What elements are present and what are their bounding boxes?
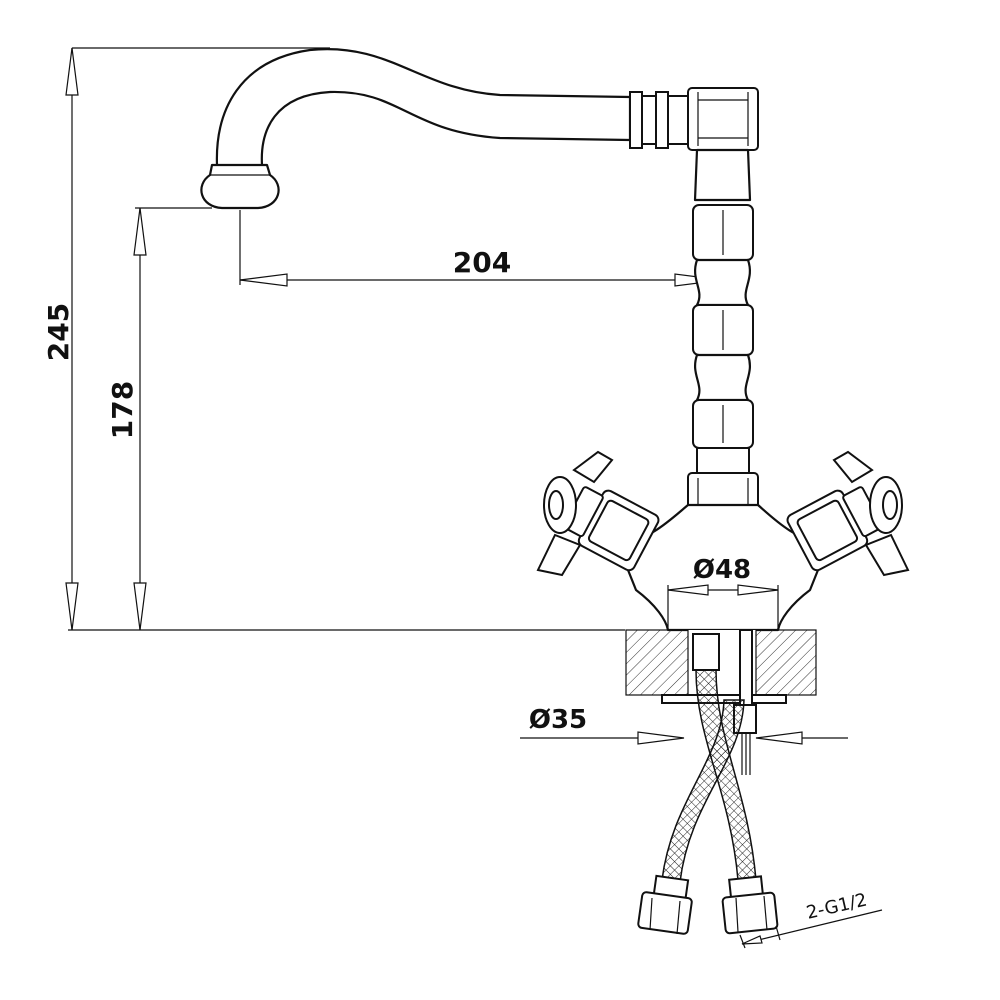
spout-height-label: 178 <box>106 381 139 439</box>
dimension-spout-height: 178 <box>106 207 212 631</box>
hose-thread-label: 2-G1/2 <box>804 889 869 923</box>
dimension-spout-reach: 204 <box>239 246 723 287</box>
countertop-section <box>625 629 817 696</box>
left-handle <box>536 450 660 577</box>
faucet-column <box>687 148 759 519</box>
mount-diameter-label: Ø35 <box>529 705 587 735</box>
spout <box>200 48 759 210</box>
dimension-mount-diameter: Ø35 <box>520 705 848 745</box>
dimension-base-diameter: Ø48 <box>667 555 779 630</box>
dimension-total-height: 245 <box>42 47 330 631</box>
total-height-label: 245 <box>42 303 75 361</box>
base-diameter-label: Ø48 <box>693 555 751 585</box>
right-handle <box>786 450 910 577</box>
spout-reach-label: 204 <box>453 246 511 279</box>
flexible-hoses <box>637 669 779 935</box>
